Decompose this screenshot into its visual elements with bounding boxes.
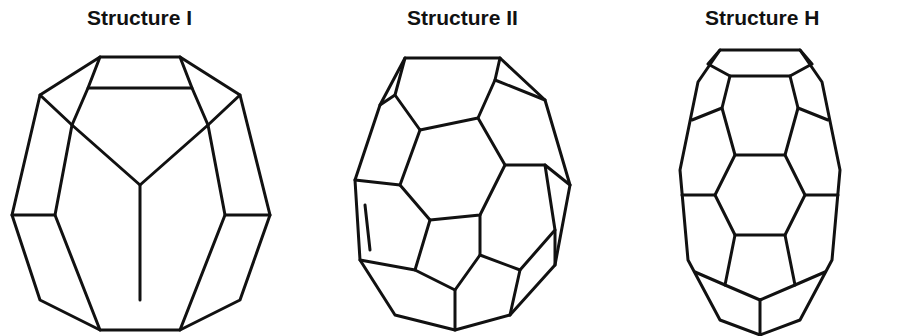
structure-label: Structure I (87, 6, 192, 29)
dodecahedron-cage (12, 57, 270, 330)
structure-label: Structure H (705, 6, 819, 29)
h-cage (680, 50, 840, 335)
hexakaidecahedron-cage (355, 58, 570, 330)
structure-label: Structure II (407, 6, 518, 29)
